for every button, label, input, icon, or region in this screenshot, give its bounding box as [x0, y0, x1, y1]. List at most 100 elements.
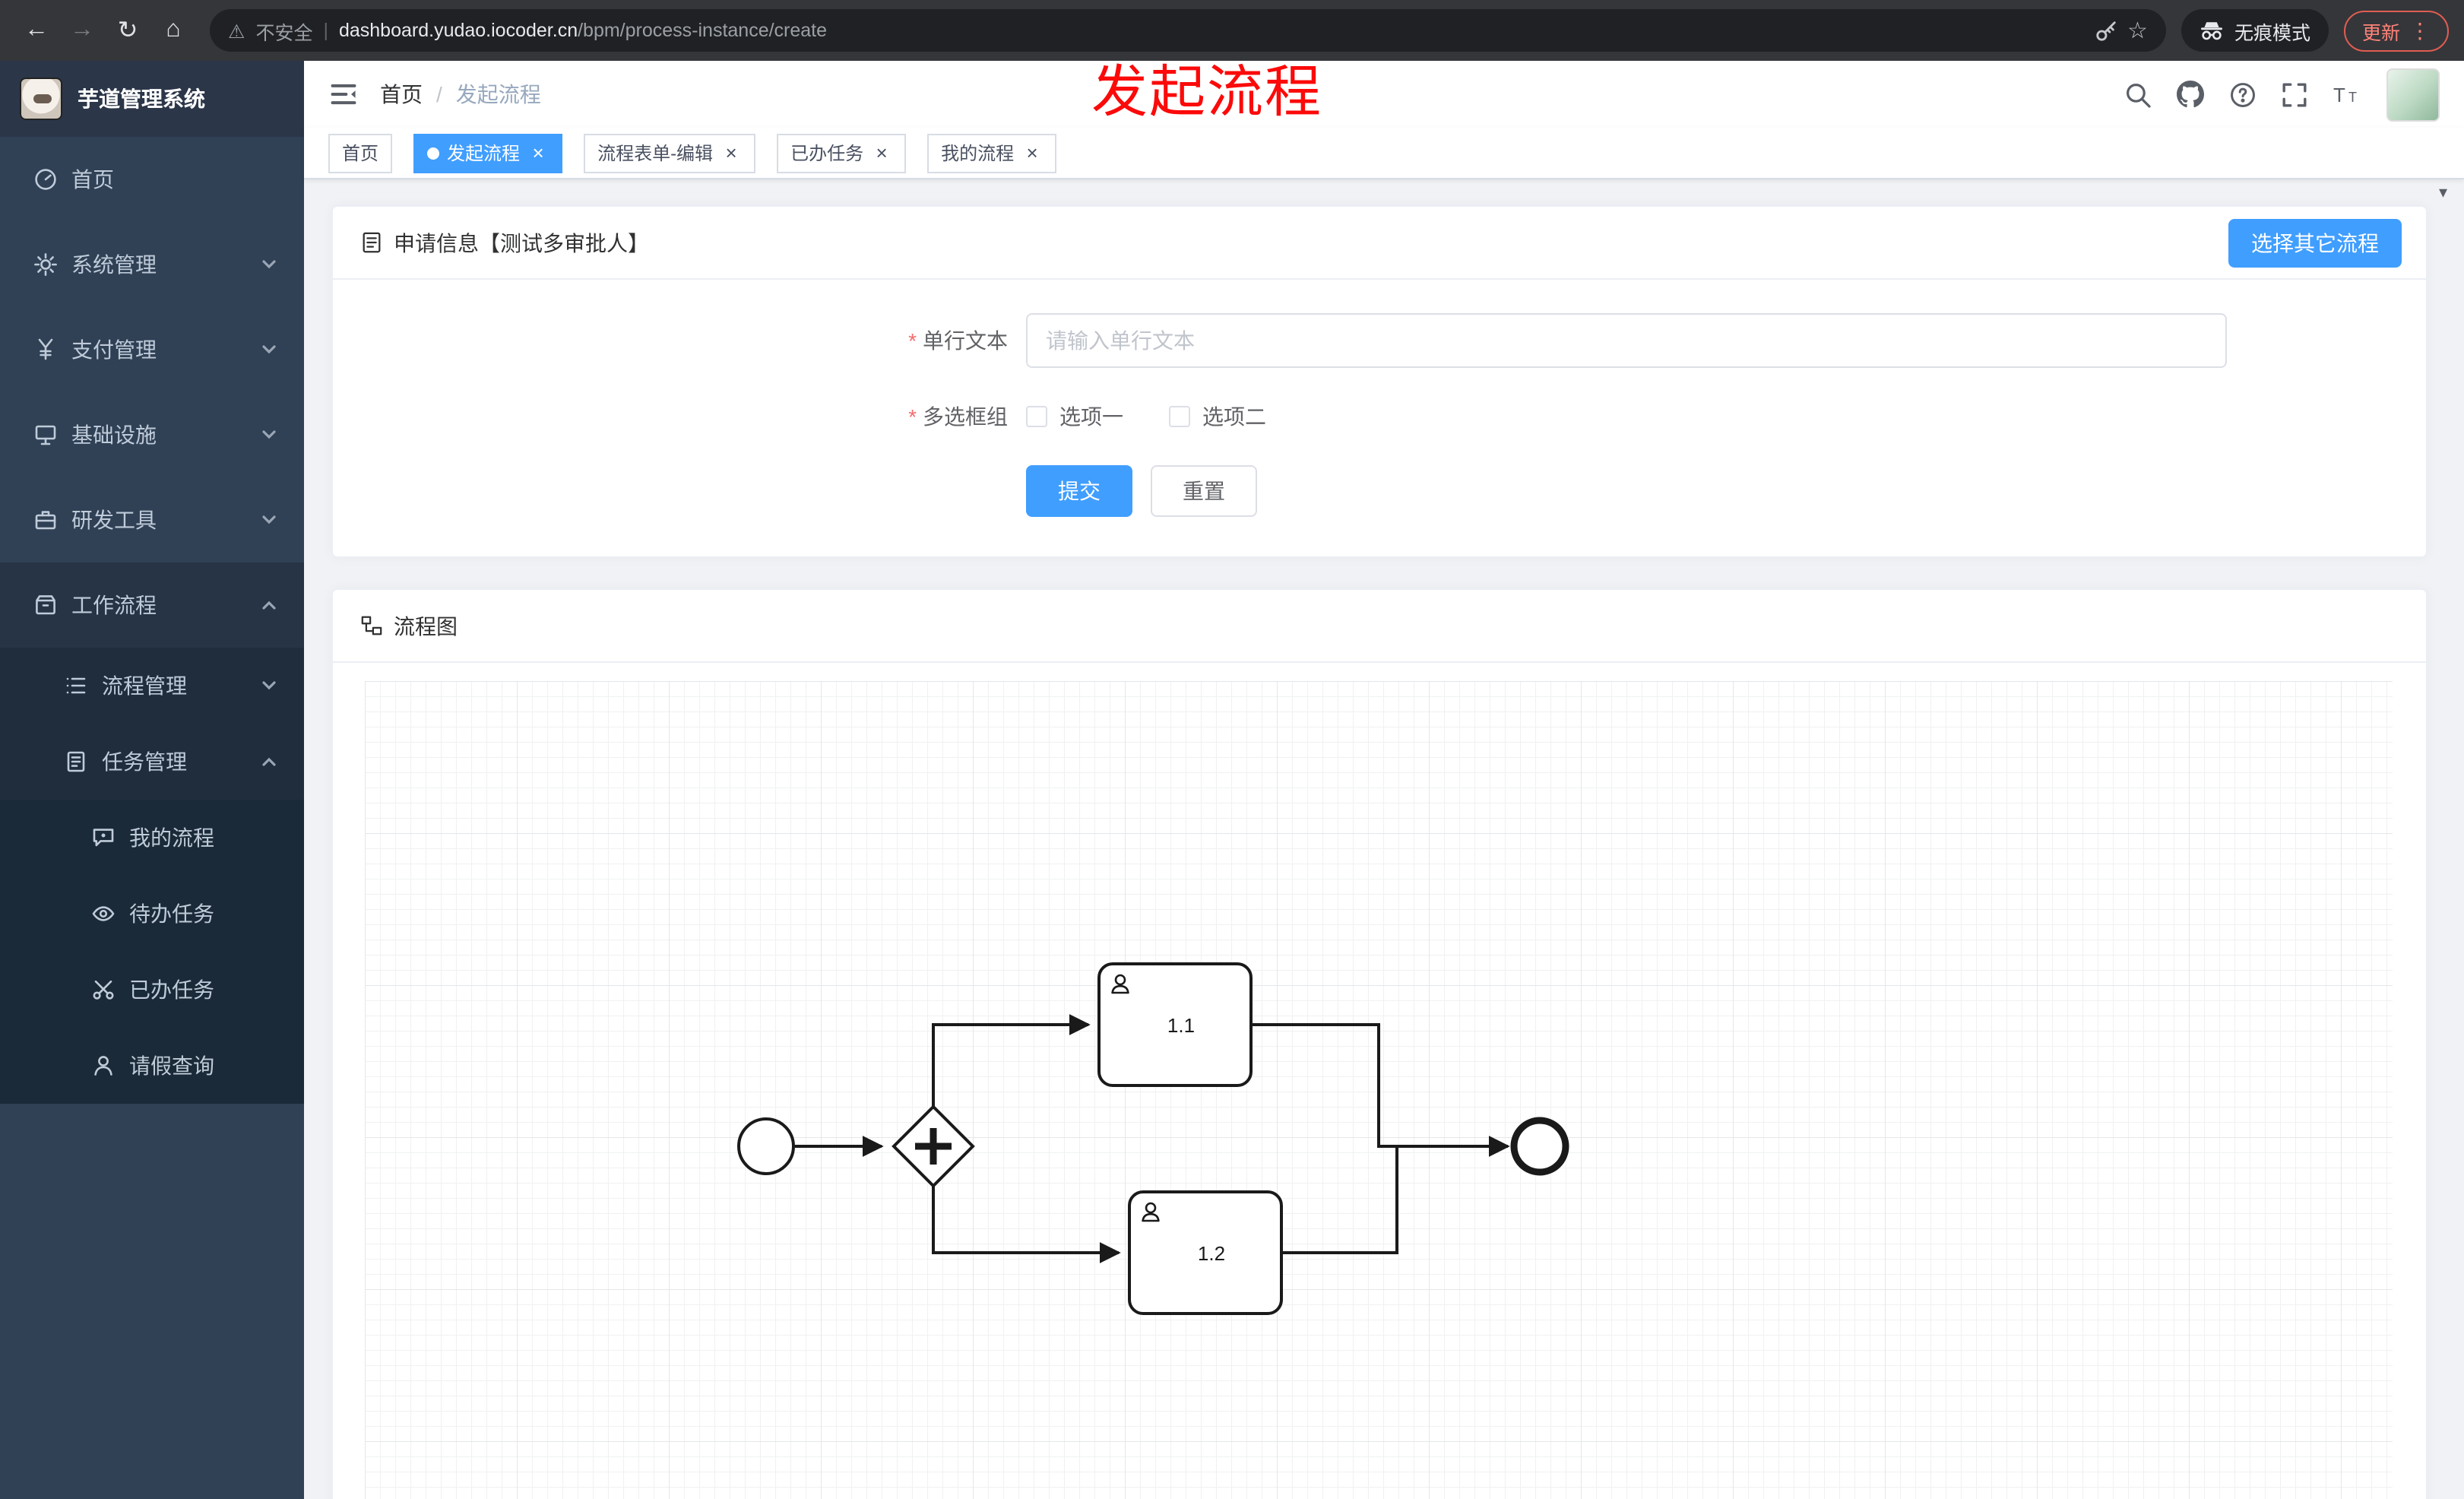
- task-manage-icon: [67, 751, 85, 772]
- done-task-icon: [93, 980, 114, 1000]
- close-tab-icon[interactable]: ×: [725, 141, 737, 163]
- bpmn-end-event[interactable]: [1510, 1117, 1569, 1176]
- tab-process-form-edit[interactable]: 流程表单-编辑 ×: [584, 133, 756, 173]
- password-key-icon[interactable]: [2094, 19, 2117, 42]
- close-tab-icon[interactable]: ×: [876, 141, 888, 163]
- fullscreen-icon[interactable]: [2282, 81, 2307, 107]
- sidebar-toggle-icon[interactable]: [328, 79, 359, 109]
- apply-card-header: 申请信息【测试多审批人】 选择其它流程: [333, 207, 2426, 280]
- svg-text:T: T: [2333, 84, 2345, 106]
- github-icon[interactable]: [2177, 81, 2204, 108]
- search-icon[interactable]: [2125, 81, 2151, 107]
- checkbox-group-label: *多选框组: [908, 404, 1008, 429]
- security-label: 不安全: [255, 22, 313, 43]
- todo-task-icon: [92, 906, 115, 921]
- sidebar-item-my-processes[interactable]: 我的流程: [0, 800, 304, 876]
- sidebar-item-home[interactable]: 首页: [0, 137, 304, 222]
- sidebar-item-todo-tasks[interactable]: 待办任务: [0, 876, 304, 952]
- browser-home-button[interactable]: ⌂: [166, 17, 181, 43]
- app-title: 芋道管理系统: [78, 87, 205, 111]
- main-area: 首页 / 发起流程: [304, 61, 2464, 1499]
- my-process-icon: [93, 829, 114, 847]
- bookmark-star-icon[interactable]: ☆: [2127, 18, 2148, 44]
- sidebar-item-infrastructure[interactable]: 基础设施: [0, 392, 304, 477]
- required-asterisk: *: [908, 328, 917, 353]
- bpmn-user-task-1-1[interactable]: 1.1: [1097, 962, 1253, 1087]
- text-field-label: *单行文本: [908, 328, 1008, 353]
- page-content: 申请信息【测试多审批人】 选择其它流程 *单行文本 *多选框组 选项一: [304, 179, 2464, 1499]
- security-warning-icon: ⚠: [228, 21, 245, 42]
- form-document-icon: [363, 232, 381, 253]
- checkbox-icon[interactable]: [1026, 406, 1047, 427]
- incognito-badge: 无痕模式: [2181, 9, 2329, 52]
- select-other-process-button[interactable]: 选择其它流程: [2228, 219, 2402, 268]
- help-icon[interactable]: [2230, 81, 2256, 107]
- checkbox-option-1[interactable]: 选项一: [1026, 401, 1123, 432]
- tab-initiate-process[interactable]: 发起流程 ×: [413, 133, 563, 173]
- workflow-icon: [36, 595, 55, 615]
- browser-reload-button[interactable]: ↻: [117, 18, 138, 44]
- sidebar-item-devtools[interactable]: 研发工具: [0, 477, 304, 563]
- apply-form: *单行文本 *多选框组 选项一 选项二: [333, 280, 2426, 556]
- flow-gateway-to-task-1-1: [932, 1014, 1091, 1108]
- checkbox-option-2[interactable]: 选项二: [1169, 401, 1266, 432]
- app-logo-row[interactable]: 芋道管理系统: [0, 61, 304, 137]
- browser-menu-kebab-icon[interactable]: ⋮: [2409, 17, 2431, 42]
- svg-text:1.1: 1.1: [1167, 1014, 1195, 1037]
- close-tab-icon[interactable]: ×: [1026, 141, 1038, 163]
- apply-info-card: 申请信息【测试多审批人】 选择其它流程 *单行文本 *多选框组 选项一: [331, 205, 2428, 558]
- gear-icon: [34, 253, 57, 276]
- sidebar-item-task-management[interactable]: 任务管理: [0, 724, 304, 800]
- svg-text:1.2: 1.2: [1198, 1242, 1225, 1265]
- address-bar[interactable]: ⚠ 不安全 | dashboard.yudao.iocoder.cn/bpm/p…: [210, 9, 2166, 52]
- avatar-dropdown-caret-icon[interactable]: ▾: [2438, 184, 2447, 202]
- sidebar-item-done-tasks[interactable]: 已办任务: [0, 952, 304, 1028]
- sidebar-item-leave-query[interactable]: 请假查询: [0, 1028, 304, 1104]
- tab-home[interactable]: 首页: [328, 133, 393, 173]
- tags-view-bar: 首页 发起流程 × 流程表单-编辑 × 已办任务 × 我的流程 ×: [304, 128, 2464, 179]
- leave-query-icon: [94, 1056, 112, 1076]
- payment-icon: [38, 338, 53, 360]
- bpmn-start-event[interactable]: [737, 1117, 795, 1175]
- chevron-down-icon: [262, 260, 276, 269]
- incognito-icon: [2200, 22, 2222, 40]
- single-line-text-input[interactable]: [1026, 313, 2227, 368]
- active-tab-dot: [427, 147, 440, 159]
- top-navbar: 首页 / 发起流程: [304, 61, 2464, 128]
- chevron-down-icon: [262, 681, 276, 690]
- submit-button[interactable]: 提交: [1026, 465, 1132, 517]
- breadcrumb-home[interactable]: 首页: [380, 82, 423, 106]
- chevron-up-icon: [262, 601, 276, 610]
- infrastructure-icon: [35, 425, 56, 445]
- browser-forward-button[interactable]: →: [70, 17, 94, 43]
- sidebar-item-payment-management[interactable]: 支付管理: [0, 307, 304, 392]
- tab-done-tasks[interactable]: 已办任务 ×: [777, 133, 907, 173]
- sidebar-item-system-management[interactable]: 系统管理: [0, 222, 304, 307]
- bpmn-parallel-gateway[interactable]: [892, 1104, 975, 1188]
- close-tab-icon[interactable]: ×: [532, 141, 544, 163]
- reset-button[interactable]: 重置: [1151, 465, 1257, 517]
- bpmn-canvas[interactable]: 1.1 1.2: [365, 681, 2393, 1499]
- user-avatar[interactable]: [2386, 68, 2440, 121]
- sidebar-item-workflow[interactable]: 工作流程: [0, 563, 304, 648]
- app-logo: [20, 78, 62, 120]
- flow-gateway-to-task-1-2: [932, 1184, 1121, 1263]
- flow-task-1-1-to-end: [1251, 1023, 1510, 1157]
- browser-update-button[interactable]: 更新 ⋮: [2343, 10, 2449, 51]
- diagram-card-title: 流程图: [394, 613, 458, 638]
- dashboard-icon: [35, 169, 56, 190]
- flow-diagram-icon: [361, 616, 382, 635]
- sidebar: 芋道管理系统 首页 系统管理 支付管理 基础设施: [0, 61, 304, 1499]
- tab-my-processes[interactable]: 我的流程 ×: [927, 133, 1057, 173]
- bpmn-user-task-1-2[interactable]: 1.2: [1128, 1190, 1283, 1315]
- chevron-down-icon: [262, 345, 276, 354]
- browser-back-button[interactable]: ←: [24, 17, 49, 43]
- flow-task-1-2-to-merge: [1281, 1148, 1398, 1254]
- sidebar-item-process-management[interactable]: 流程管理: [0, 648, 304, 724]
- omnibox-divider: |: [323, 20, 328, 41]
- breadcrumb: 首页 / 发起流程: [380, 79, 541, 109]
- checkbox-icon[interactable]: [1169, 406, 1190, 427]
- chevron-down-icon: [262, 430, 276, 439]
